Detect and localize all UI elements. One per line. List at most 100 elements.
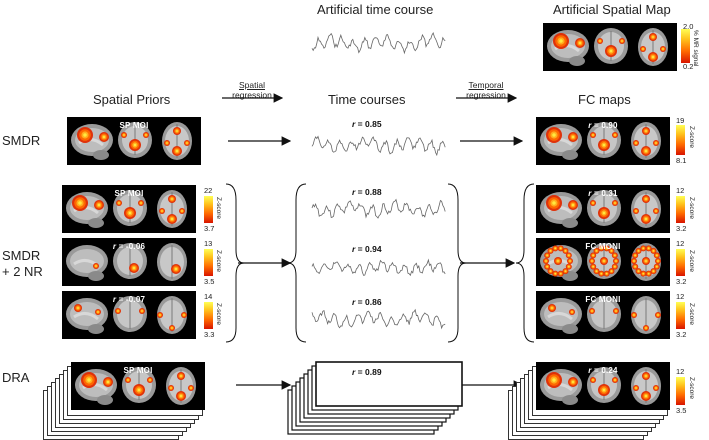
brain-coronal-slice [113,243,147,279]
smdr-nr-time-course-trace-2 [311,258,446,277]
smdr-nr-prior-2: r = -0.06 [62,238,196,286]
brain-sagittal-slice [540,245,582,281]
brain-coronal-slice [122,367,156,403]
smdr-fc-cb-unit: Z-score [688,126,695,149]
spatial-regression-line2: regression [232,90,272,100]
smdr-nr-timecourse-r-1: r = 0.88 [352,187,382,197]
brain-axial-slice [166,367,196,405]
smdr-nr-prior-3-colorbar [204,302,213,329]
brain-sagittal-slice [66,298,108,334]
dra-timecourse-r-value: 0.89 [365,367,382,377]
smdr-nr-prior-1-cb-min: 3.7 [204,224,215,233]
smdr-fc-colorbar [676,125,685,155]
brain-coronal-slice [587,296,621,332]
brain-axial-slice [157,243,187,281]
smdr-fc-r: r = 0.90 [588,121,618,130]
brain-axial-slice [157,296,187,334]
smdr-nr-prior-2-colorbar [204,249,213,276]
brain-sagittal-slice [66,192,108,228]
dra-fc-r-value: 0.24 [601,366,618,375]
dra-stack-front [315,361,463,407]
smdr-nr-timecourse-r-2-value: 0.94 [365,244,382,254]
brain-coronal-slice [587,367,621,403]
brace-timecourses-right [447,183,467,343]
smdr-nr-prior-3-r: r = -0.07 [112,295,146,304]
dra-prior-panel: SP MOI [71,362,205,410]
dra-fc-r: r = 0.24 [588,366,618,375]
brain-axial-slice [157,190,187,228]
spatial-regression-line1: Spatial [239,80,265,90]
smdr-nr-fc-2-colorbar [676,249,685,276]
smdr-nr-fc-3-colorbar [676,302,685,329]
smdr-nr-timecourse-r-2: r = 0.94 [352,244,382,254]
brain-sagittal-slice [540,124,582,160]
smdr-nr-prior-3-r-value: -0.07 [125,295,146,304]
row-label-smdr-nr-line1: SMDR [2,248,41,263]
smdr-nr-prior-2-r-value: -0.06 [125,242,146,251]
brace-timecourses-left [287,183,307,343]
smdr-nr-fc-1-r-value: 0.31 [601,189,618,198]
brain-coronal-slice [113,296,147,332]
smdr-nr-prior-1-cb-max: 22 [204,186,213,195]
dra-prior-label: SP MOI [123,366,153,375]
smdr-nr-fc-1: r = 0.31 [536,185,670,233]
brain-sagittal-slice [71,124,113,160]
brain-coronal-slice [113,190,147,226]
brain-axial-slice [631,122,661,160]
smdr-nr-prior-2-cb-max: 13 [204,239,213,248]
smdr-fc-cb-min: 8.1 [676,156,687,165]
dra-fc-colorbar [676,377,685,405]
smdr-nr-prior-2-cb-unit: Z-score [215,250,222,273]
smdr-nr-fc-2: FC MONI [536,238,670,286]
artificial-spatial-map-panel [543,23,677,71]
smdr-nr-prior-1-cb-unit: Z-score [215,197,222,220]
brain-coronal-slice [587,122,621,158]
brain-coronal-slice [587,243,621,279]
artificial-map-cb-min: 0.2 [683,62,694,71]
dra-timecourse-stack [287,361,463,435]
brain-sagittal-slice [66,245,108,281]
smdr-nr-prior-3-cb-min: 3.3 [204,330,215,339]
temporal-regression-line1: Temporal [468,80,504,90]
smdr-nr-fc-2-cb-unit: Z-score [688,250,695,273]
smdr-nr-fc-3: FC MONI [536,291,670,339]
smdr-nr-time-course-trace-3 [311,308,446,330]
smdr-nr-fc-1-colorbar [676,196,685,223]
smdr-nr-fc-1-r: r = 0.31 [588,189,618,198]
smdr-nr-fc-2-label: FC MONI [585,242,621,251]
brain-coronal-slice [587,190,621,226]
smdr-nr-prior-3-cb-max: 14 [204,292,213,301]
smdr-fc-r-value: 0.90 [601,121,618,130]
smdr-nr-fc-2-cb-min: 3.2 [676,277,687,286]
smdr-nr-fc-3-cb-unit: Z-score [688,303,695,326]
smdr-nr-prior-3-cb-unit: Z-score [215,303,222,326]
smdr-nr-timecourse-r-3: r = 0.86 [352,297,382,307]
temporal-regression-line2: regression [466,90,506,100]
smdr-nr-fc-1-cb-max: 12 [676,186,685,195]
smdr-nr-fc-3-cb-max: 12 [676,292,685,301]
smdr-fc-panel: r = 0.90 [536,117,670,165]
brain-sagittal-slice [547,30,589,66]
brain-sagittal-slice [75,369,117,405]
temporal-regression-label: Temporal regression [456,80,516,100]
dra-timecourse-r: r = 0.89 [352,367,382,377]
smdr-nr-fc-1-cb-unit: Z-score [688,197,695,220]
artificial-map-cb-unit: % MR signal [692,30,699,67]
spatial-regression-label: Spatial regression [222,80,282,100]
smdr-nr-prior-1-colorbar [204,196,213,223]
row-label-smdr-nr-line2: + 2 NR [2,264,43,279]
smdr-time-course-trace [311,135,446,157]
smdr-nr-prior-1-label: SP MOI [114,189,144,198]
smdr-nr-prior-2-r: r = -0.06 [112,242,146,251]
artificial-map-colorbar [681,29,690,63]
row-label-dra: DRA [2,370,30,385]
brain-slices-artificial [547,28,668,66]
spatial-priors-title: Spatial Priors [93,92,171,107]
artificial-time-course-title: Artificial time course [317,2,434,17]
smdr-nr-fc-3-cb-min: 3.2 [676,330,687,339]
brain-axial-slice [631,367,661,405]
brain-sagittal-slice [540,369,582,405]
artificial-map-cb-max: 2.0 [683,22,694,31]
smdr-nr-fc-2-cb-max: 12 [676,239,685,248]
